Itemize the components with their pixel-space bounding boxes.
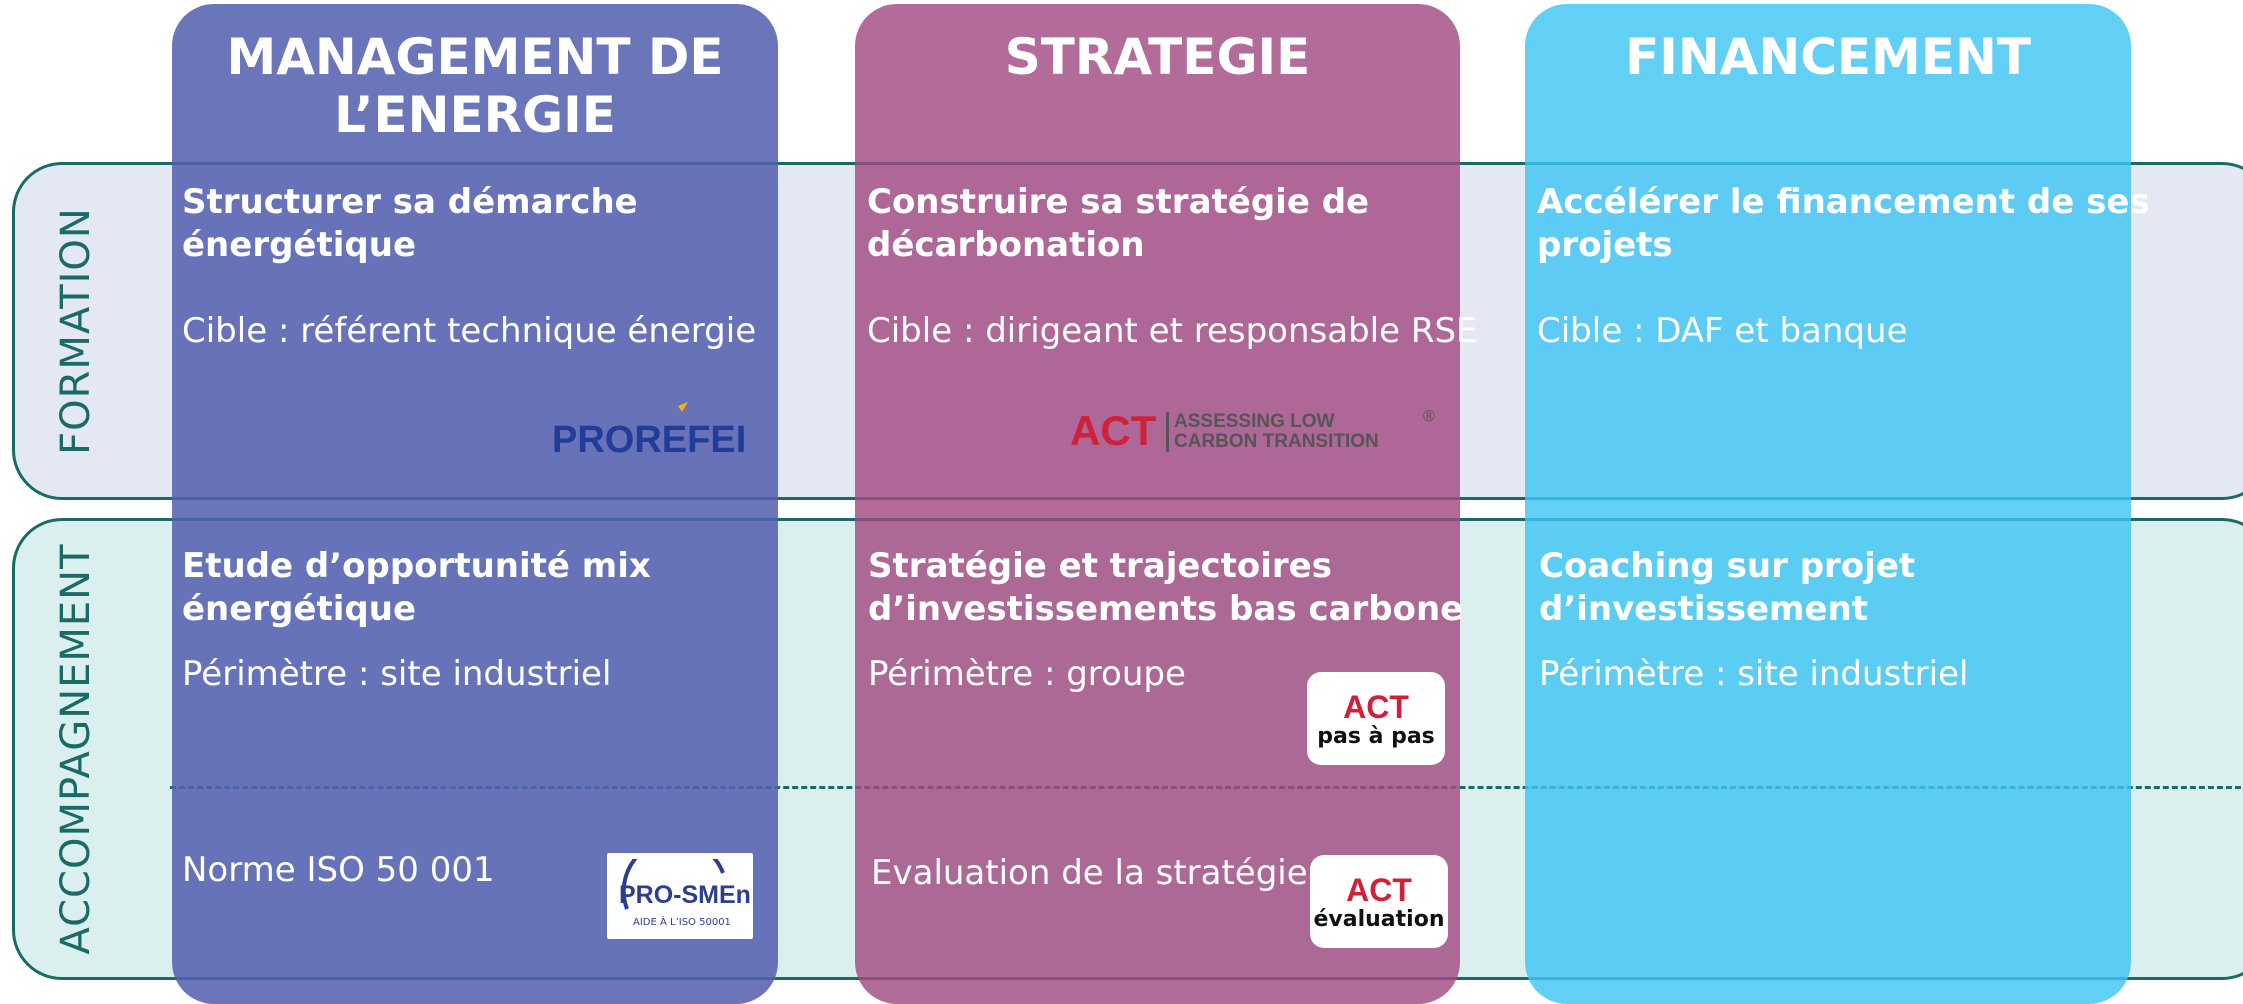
column-management-energie: [172, 4, 778, 1004]
pro-smen-logo-text: PRO-SMEn: [619, 881, 751, 909]
finance-accomp-heading: Coaching sur projet d’investissement: [1539, 546, 1916, 629]
strategie-eval-text: Evaluation de la stratégie: [871, 853, 1308, 893]
act-evaluation-badge: ACT évaluation: [1310, 855, 1448, 948]
prorefei-logo: PROREFEI: [552, 402, 746, 460]
strategie-formation-target: Cible : dirigeant et responsable RSE: [867, 311, 1478, 351]
column-title-financement: FINANCEMENT: [1625, 28, 2031, 86]
act-logo-divider: [1166, 412, 1169, 452]
energie-accomp-heading: Etude d’opportunité mix énergétique: [182, 546, 651, 629]
act-logo-text: ACT: [1070, 407, 1157, 454]
energie-formation-heading: Structurer sa démarche énergétique: [182, 182, 638, 265]
act-pas-a-pas-badge: ACT pas à pas: [1307, 672, 1445, 765]
finance-formation-target: Cible : DAF et banque: [1537, 311, 1908, 351]
finance-accomp-scope: Périmètre : site industriel: [1539, 654, 1969, 694]
strategie-accomp-scope: Périmètre : groupe: [868, 654, 1186, 694]
strategie-formation-heading: Construire sa stratégie de décarbonation: [867, 182, 1370, 265]
act-pas-a-pas-badge-label: pas à pas: [1317, 724, 1435, 749]
finance-formation-heading: Accélérer le financement de ses projets: [1537, 182, 2150, 265]
prorefei-accent-mark: [678, 402, 688, 412]
column-strategie: [855, 4, 1460, 1004]
prorefei-logo-text: PROREFEI: [552, 419, 746, 460]
pro-smen-logo-subtext: AIDE À L’ISO 50001: [633, 917, 731, 928]
energie-formation-target: Cible : référent technique énergie: [182, 311, 757, 351]
energie-accomp-scope: Périmètre : site industriel: [182, 654, 612, 694]
column-title-strategie: STRATEGIE: [1004, 28, 1311, 86]
act-pas-a-pas-badge-act: ACT: [1343, 689, 1409, 725]
act-logo-registered: ®: [1423, 408, 1435, 425]
pro-smen-arc-icon: [621, 859, 725, 910]
act-logo-tagline: ASSESSING LOW CARBON TRANSITION: [1174, 411, 1379, 452]
energie-norm-text: Norme ISO 50 001: [182, 850, 495, 890]
column-financement: [1525, 4, 2131, 1004]
pro-smen-logo: PRO-SMEn AIDE À L’ISO 50001: [607, 853, 753, 939]
strategie-accomp-heading: Stratégie et trajectoires d’investisseme…: [868, 546, 1464, 629]
column-title-energie: MANAGEMENT DE L’ENERGIE: [226, 28, 724, 144]
act-assessing-logo: ACT ASSESSING LOW CARBON TRANSITION ®: [1070, 408, 1450, 456]
act-evaluation-badge-act: ACT: [1346, 872, 1412, 908]
act-evaluation-badge-label: évaluation: [1313, 907, 1445, 932]
